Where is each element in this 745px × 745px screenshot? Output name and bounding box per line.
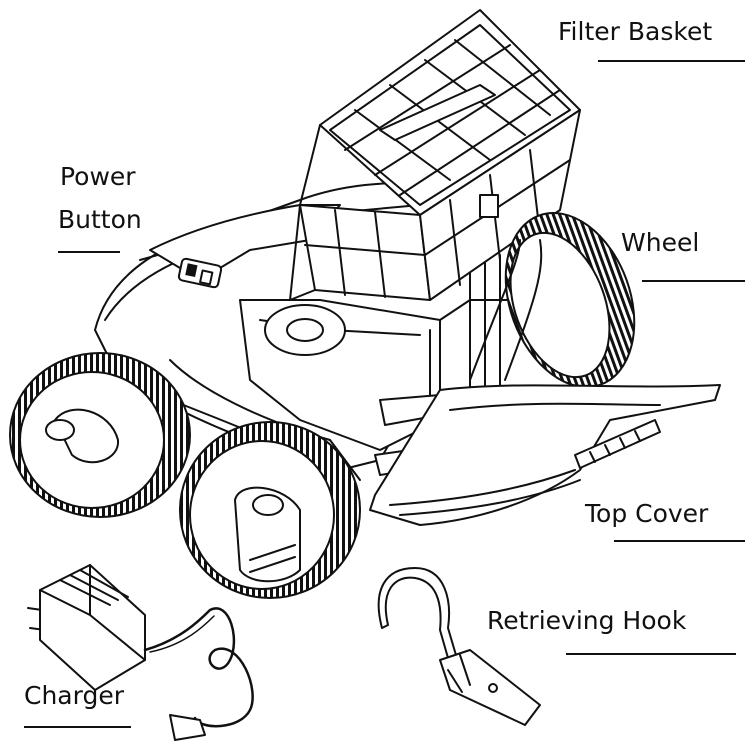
front-right-wheel-icon <box>179 421 361 599</box>
charger-icon <box>27 564 254 741</box>
front-left-wheel-icon <box>9 352 191 518</box>
label-retrieving-hook: Retrieving Hook <box>487 606 687 635</box>
label-power-button-line2: Button <box>58 205 142 234</box>
label-top-cover: Top Cover <box>585 499 709 528</box>
label-charger: Charger <box>24 681 124 710</box>
top-cover-icon <box>369 239 721 526</box>
rule-top-cover <box>614 540 745 542</box>
label-wheel: Wheel <box>621 228 700 257</box>
label-filter-basket: Filter Basket <box>558 17 713 46</box>
retrieving-hook-icon <box>377 567 541 726</box>
rule-charger <box>24 726 131 728</box>
rule-power-button <box>58 251 120 253</box>
rule-filter-basket <box>598 60 745 62</box>
filter-basket-icon <box>289 9 581 301</box>
rule-wheel <box>642 280 745 282</box>
rear-wheel-icon <box>504 211 636 389</box>
power-button-icon <box>177 257 223 289</box>
rule-retrieving-hook <box>566 653 736 655</box>
impeller-icon <box>264 304 346 356</box>
label-power-button-line1: Power <box>60 162 136 191</box>
